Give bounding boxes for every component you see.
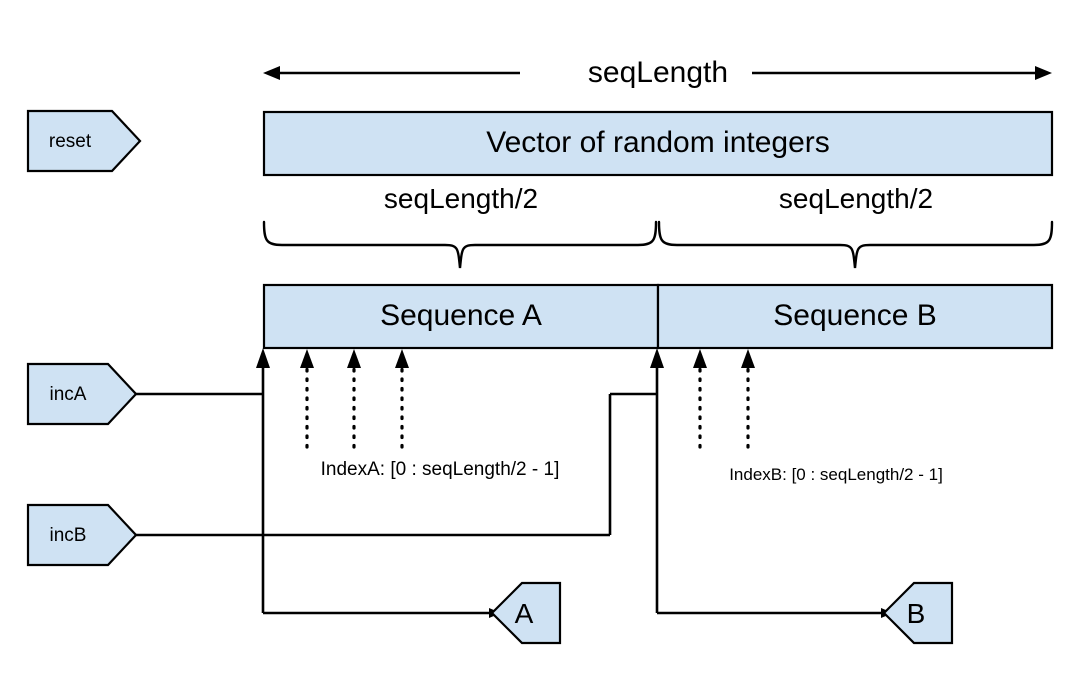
incb-port-label: incB [49, 525, 87, 546]
index-a-dotted-pointers [300, 349, 409, 449]
right-half-brace [657, 220, 1054, 269]
inca-connector [136, 348, 501, 618]
seqlength-dimension-arrow [263, 66, 1052, 80]
vector-box-label: Vector of random integers [486, 126, 830, 159]
index-a-annotation: IndexA: [0 : seqLength/2 - 1] [320, 459, 560, 480]
output-b-port-shape[interactable] [882, 581, 954, 645]
reset-port-label: reset [48, 131, 92, 152]
sequence-a-box-shape [262, 283, 660, 350]
sequence-b-box-shape [656, 283, 1054, 350]
inca-port-label: incA [49, 384, 87, 405]
output-a-port-shape[interactable] [490, 581, 562, 645]
left-half-brace [262, 220, 658, 269]
incb-port-shape[interactable] [26, 503, 138, 567]
seqlength-half-label-b: seqLength/2 [778, 183, 934, 214]
vector-box-shape [262, 110, 1054, 177]
incb-connector [136, 348, 893, 618]
inca-port-shape[interactable] [26, 362, 138, 426]
index-b-dotted-pointers [693, 349, 755, 449]
index-b-annotation: IndexB: [0 : seqLength/2 - 1] [729, 465, 943, 484]
output-a-port-label: A [514, 598, 534, 629]
output-b-port-label: B [906, 598, 926, 629]
seqlength-half-label-a: seqLength/2 [383, 183, 539, 214]
sequence-a-label: Sequence A [380, 299, 542, 332]
sequence-b-label: Sequence B [773, 299, 937, 332]
seqlength-dimension-label: seqLength [587, 56, 729, 89]
reset-port-shape[interactable] [26, 109, 142, 173]
